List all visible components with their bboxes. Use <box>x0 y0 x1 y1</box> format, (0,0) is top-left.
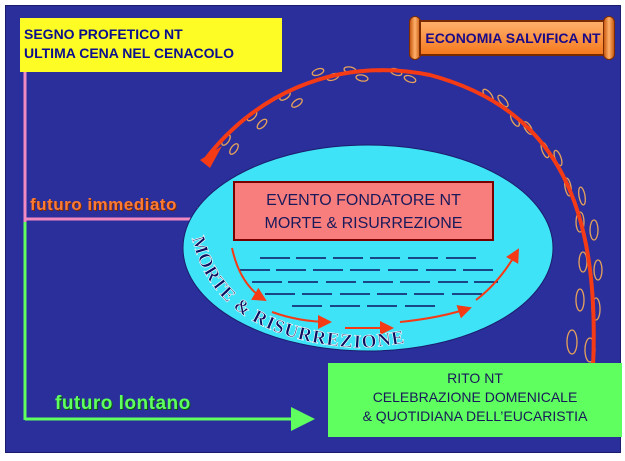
futuro-immediato-label: futuro immediato <box>30 195 177 214</box>
footprint-icon <box>575 211 599 241</box>
arc-letter: I <box>353 332 363 353</box>
arc-letter: E <box>390 327 407 350</box>
futuro-lontano-label: futuro lontano <box>55 393 191 414</box>
evento-line-1: EVENTO FONDATORE NT <box>266 192 461 209</box>
rito-line-2: CELEBRAZIONE DOMENICALE <box>372 389 578 405</box>
segno-line-2: ULTIMA CENA NEL CENACOLO <box>24 45 234 61</box>
segno-profetico-box: SEGNO PROFETICO NT ULTIMA CENA NEL CENAC… <box>20 18 282 72</box>
rito-box: RITO NT CELEBRAZIONE DOMENICALE & QUOTID… <box>328 363 622 437</box>
economia-banner: ECONOMIA SALVIFICA NT <box>409 16 615 60</box>
rito-line-3: & QUOTIDIANA DELL’EUCARISTIA <box>362 408 588 424</box>
segno-line-1: SEGNO PROFETICO NT <box>24 26 183 42</box>
arc-letter: Z <box>339 330 355 352</box>
footprint-icon <box>246 110 268 130</box>
wave-lines <box>240 257 498 307</box>
salvation-arc-arrowhead <box>200 146 222 168</box>
arc-letter: O <box>361 331 378 353</box>
footprint-icon <box>566 329 596 363</box>
footprint-icon <box>575 288 601 321</box>
rito-line-1: RITO NT <box>447 370 503 386</box>
salvation-arc-arrow <box>203 68 596 369</box>
evento-fondatore-box: EVENTO FONDATORE NT MORTE & RISURREZIONE <box>233 181 494 241</box>
arc-letter: N <box>376 329 393 352</box>
flow-arrows <box>231 247 519 335</box>
scroll-right-roll <box>603 16 615 60</box>
arc-letter: R <box>311 326 329 349</box>
banner-label: ECONOMIA SALVIFICA NT <box>419 20 607 56</box>
arc-letter: E <box>325 329 341 352</box>
cyan-ellipse <box>182 144 554 352</box>
evento-line-2: MORTE & RISURREZIONE <box>264 215 463 232</box>
arc-letter: U <box>282 319 302 343</box>
arc-letter: R <box>296 323 315 347</box>
